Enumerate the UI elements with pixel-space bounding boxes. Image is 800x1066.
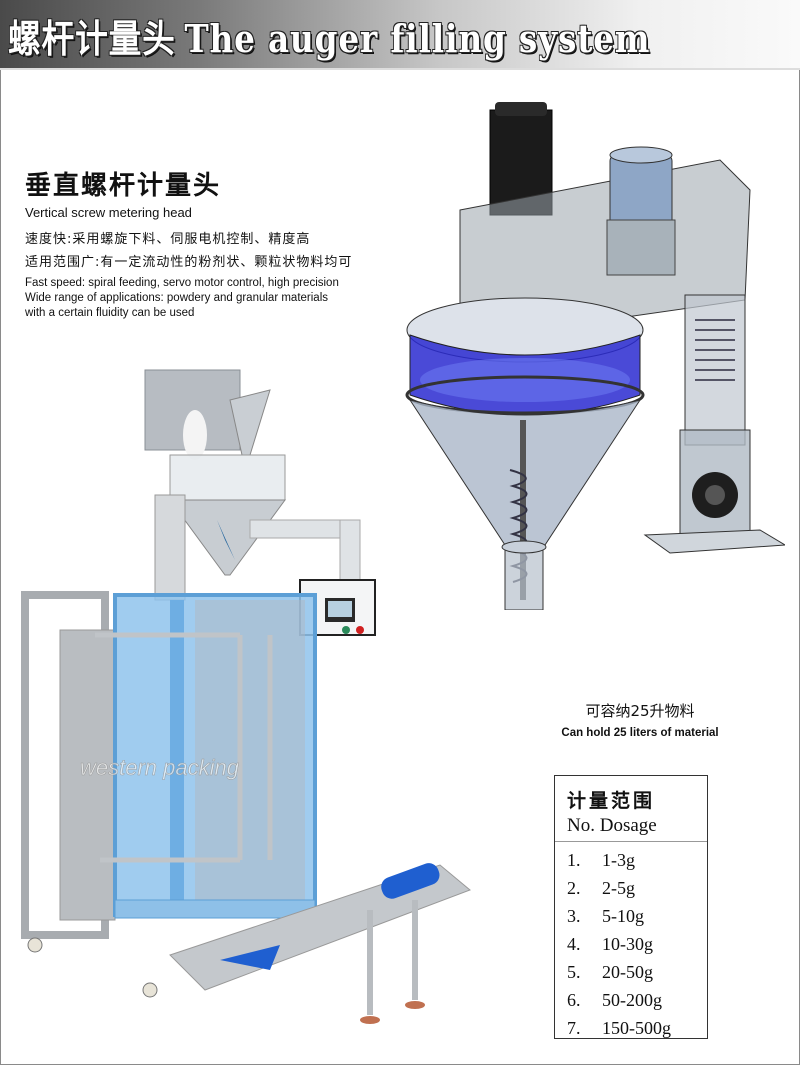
- capacity-cn: 可容纳25升物料: [585, 702, 695, 720]
- dosage-range: 150-500g: [602, 1018, 671, 1038]
- dosage-no: 4.: [567, 934, 581, 954]
- feature-range-cn: 适用范围广:有一定流动性的粉剂状、颗粒状物料均可: [25, 255, 353, 270]
- watermark-text: western packing: [80, 755, 240, 780]
- dosage-row: 5. 20-50g: [555, 958, 707, 986]
- dosage-row: 4. 10-30g: [555, 930, 707, 958]
- machine-photo-image: western packing: [21, 369, 471, 1024]
- feature-speed-cn: 速度快:采用螺旋下料、伺服电机控制、精度高: [25, 232, 311, 247]
- dosage-no: 3.: [567, 906, 581, 926]
- dosage-no: 6.: [567, 990, 581, 1010]
- dosage-row: 1. 1-3g: [555, 846, 707, 874]
- dosage-range: 2-5g: [602, 878, 635, 898]
- section-heading-en: Vertical screw metering head: [25, 205, 192, 220]
- intro-section: 垂直螺杆计量头 Vertical screw metering head 速度快…: [25, 165, 425, 321]
- dosage-no: 7.: [567, 1018, 581, 1038]
- dosage-title-cn: 计量范围: [567, 790, 656, 812]
- section-heading-cn: 垂直螺杆计量头: [25, 171, 222, 201]
- dosage-list: 1.1-3g 2.2-5g 3.5-10g 4.10-30g 5.20-50g …: [555, 846, 707, 1042]
- feature-speed-en: Fast speed: spiral feeding, servo motor …: [25, 277, 339, 289]
- dosage-no: 5.: [567, 962, 581, 982]
- dosage-range: 50-200g: [602, 990, 662, 1010]
- dosage-column-header: No. Dosage: [567, 815, 657, 836]
- capacity-en: Can hold 25 liters of material: [561, 727, 719, 739]
- dosage-range: 20-50g: [602, 962, 653, 982]
- dosage-row: 6. 50-200g: [555, 986, 707, 1014]
- dosage-table-header: 计量范围 No. Dosage: [555, 776, 707, 842]
- banner-title-en: The auger filling system: [184, 16, 651, 61]
- dosage-row: 7. 150-500g: [555, 1014, 707, 1042]
- dosage-range: 10-30g: [602, 934, 653, 954]
- cad-drawing-image: [405, 102, 785, 610]
- capacity-caption: 可容纳25升物料 Can hold 25 liters of material: [540, 700, 740, 739]
- feature-range-en-1: Wide range of applications: powdery and …: [25, 292, 328, 304]
- dosage-no: 2.: [567, 878, 581, 898]
- dosage-no: 1.: [567, 850, 581, 870]
- dosage-range: 1-3g: [602, 850, 635, 870]
- dosage-row: 3. 5-10g: [555, 902, 707, 930]
- feature-range-en-2: with a certain fluidity can be used: [25, 307, 195, 319]
- dosage-row: 2. 2-5g: [555, 874, 707, 902]
- banner-title-cn: 螺杆计量头: [8, 17, 176, 61]
- dosage-table: 计量范围 No. Dosage 1. 1-3g 2. 2-5g 3. 5-10g 4.…: [554, 775, 708, 1039]
- feature-description-en: Fast speed: spiral feeding, servo motor …: [25, 276, 425, 321]
- dosage-range: 5-10g: [602, 906, 644, 926]
